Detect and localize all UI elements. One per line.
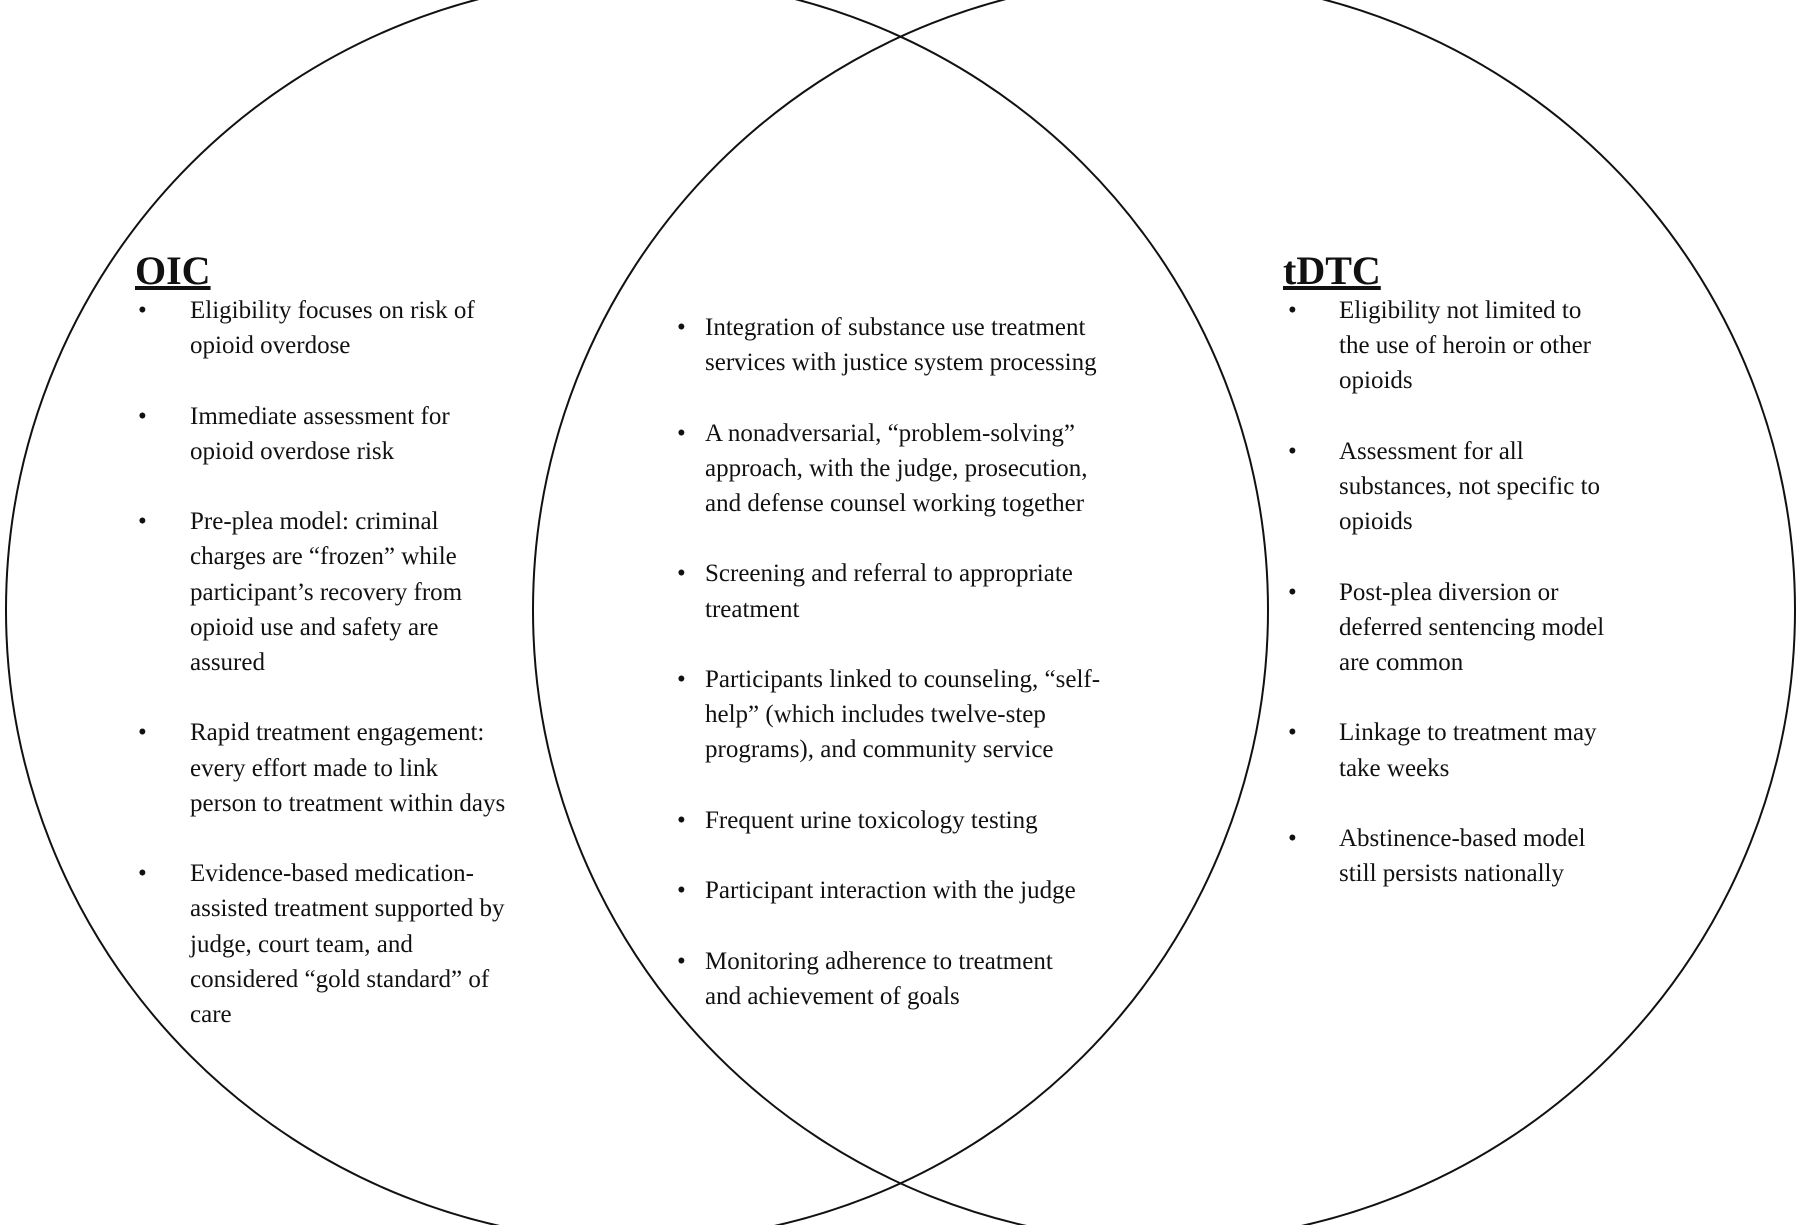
bullet-icon: • bbox=[1288, 437, 1297, 465]
list-item-text: Eligibility not limited to the use of he… bbox=[1339, 297, 1592, 395]
list-item: • Evidence-based medication- assisted tre… bbox=[138, 856, 505, 1032]
list-item: • Integration of substance use treatment … bbox=[677, 310, 1100, 380]
bullet-icon: • bbox=[677, 314, 686, 341]
list-item: • A nonadversarial, “problem-solving” app… bbox=[677, 416, 1100, 522]
list-item: • Eligibility focuses on risk of opioid o… bbox=[138, 293, 505, 363]
bullet-icon: • bbox=[677, 560, 686, 588]
list-item-text: Pre-plea model: criminal charges are “fr… bbox=[190, 508, 463, 676]
list-item-text: A nonadversarial, “problem-solving” appr… bbox=[705, 419, 1088, 517]
list-item-text: Participants linked to counseling, “self… bbox=[705, 665, 1101, 764]
list-item-text: Assessment for all substances, not speci… bbox=[1339, 437, 1601, 536]
list-item: • Rapid treatment engagement: every effor… bbox=[138, 715, 506, 821]
list-item: • Assessment for all substances, not spec… bbox=[1288, 434, 1604, 540]
list-item-text: Monitoring adherence to treatment and ac… bbox=[705, 947, 1053, 1010]
bullet-icon: • bbox=[1288, 824, 1297, 852]
list-item-text: Screening and referral to appropriate tr… bbox=[705, 560, 1073, 623]
list-item: • Screening and referral to appropriate t… bbox=[677, 556, 1100, 626]
bullet-icon: • bbox=[1288, 719, 1297, 747]
bullet-icon: • bbox=[1288, 297, 1297, 324]
bullet-icon: • bbox=[677, 877, 686, 905]
list-item-text: Post-plea diversion or deferred sentenci… bbox=[1339, 578, 1605, 676]
bullet-icon: • bbox=[138, 297, 147, 324]
list-item: • Participants linked to counseling, “sel… bbox=[677, 662, 1101, 768]
bullet-icon: • bbox=[1288, 578, 1297, 606]
tdtc-circle bbox=[532, 0, 1796, 1225]
bullet-icon: • bbox=[677, 947, 686, 975]
list-item: • Post-plea diversion or deferred sentenc… bbox=[1288, 575, 1605, 681]
bullet-icon: • bbox=[677, 806, 686, 834]
bullet-icon: • bbox=[138, 719, 147, 747]
list-item-text: Frequent urine toxicology testing bbox=[705, 806, 1038, 834]
list-item-text: Immediate assessment for opioid overdose… bbox=[190, 402, 450, 465]
list-item: • Immediate assessment for opioid overdos… bbox=[138, 399, 505, 469]
list-item: • Frequent urine toxicology testing bbox=[677, 803, 1100, 838]
bullet-icon: • bbox=[677, 419, 686, 447]
tdtc-heading: tDTC bbox=[1283, 248, 1381, 293]
list-item: • Eligibility not limited to the use of h… bbox=[1288, 293, 1604, 399]
bullet-icon: • bbox=[138, 402, 147, 430]
list-item: • Participant interaction with the judge bbox=[677, 873, 1100, 908]
list-item-text: Eligibility focuses on risk of opioid ov… bbox=[190, 297, 475, 360]
bullet-icon: • bbox=[138, 860, 147, 888]
tdtc-list: • Eligibility not limited to the use of h… bbox=[1288, 293, 1605, 927]
list-item-text: Participant interaction with the judge bbox=[705, 877, 1076, 905]
shared-list: • Integration of substance use treatment … bbox=[677, 310, 1101, 1049]
list-item-text: Evidence-based medication- assisted trea… bbox=[190, 860, 505, 1028]
list-item-text: Linkage to treatment may take weeks bbox=[1339, 719, 1597, 782]
oic-list: • Eligibility focuses on risk of opioid o… bbox=[138, 293, 506, 1067]
list-item: • Abstinence-based model still persists n… bbox=[1288, 821, 1604, 891]
list-item: • Linkage to treatment may take weeks bbox=[1288, 715, 1604, 785]
bullet-icon: • bbox=[138, 508, 147, 536]
list-item: • Pre-plea model: criminal charges are “f… bbox=[138, 504, 505, 680]
list-item-text: Abstinence-based model still persists na… bbox=[1339, 824, 1586, 888]
oic-heading: OIC bbox=[135, 248, 211, 293]
list-item: • Monitoring adherence to treatment and a… bbox=[677, 944, 1100, 1014]
bullet-icon: • bbox=[677, 665, 686, 693]
list-item-text: Integration of substance use treatment s… bbox=[705, 314, 1097, 377]
list-item-text: Rapid treatment engagement: every effort… bbox=[190, 719, 506, 817]
oic-circle bbox=[5, 0, 1269, 1225]
